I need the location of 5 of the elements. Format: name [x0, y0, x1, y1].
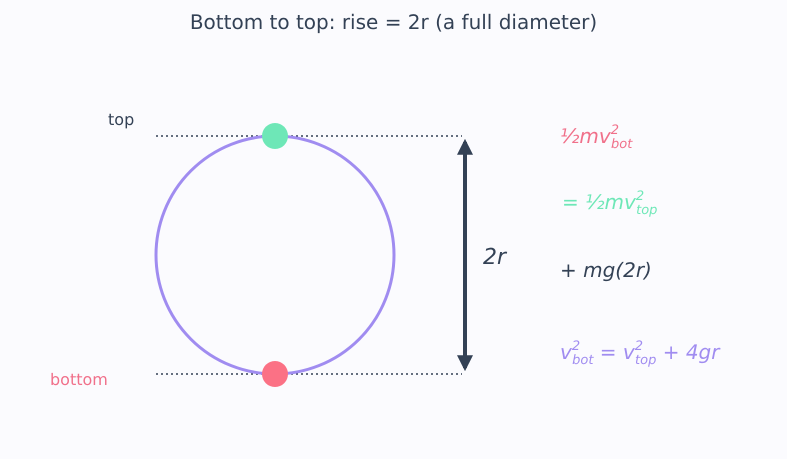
title: Bottom to top: rise = 2r (a full diameter): [188, 10, 598, 34]
side-label: top: [108, 110, 134, 129]
dimension-label: 2r: [483, 245, 506, 270]
equation: + mg(2r): [560, 258, 652, 282]
side-label: bottom: [50, 370, 108, 389]
